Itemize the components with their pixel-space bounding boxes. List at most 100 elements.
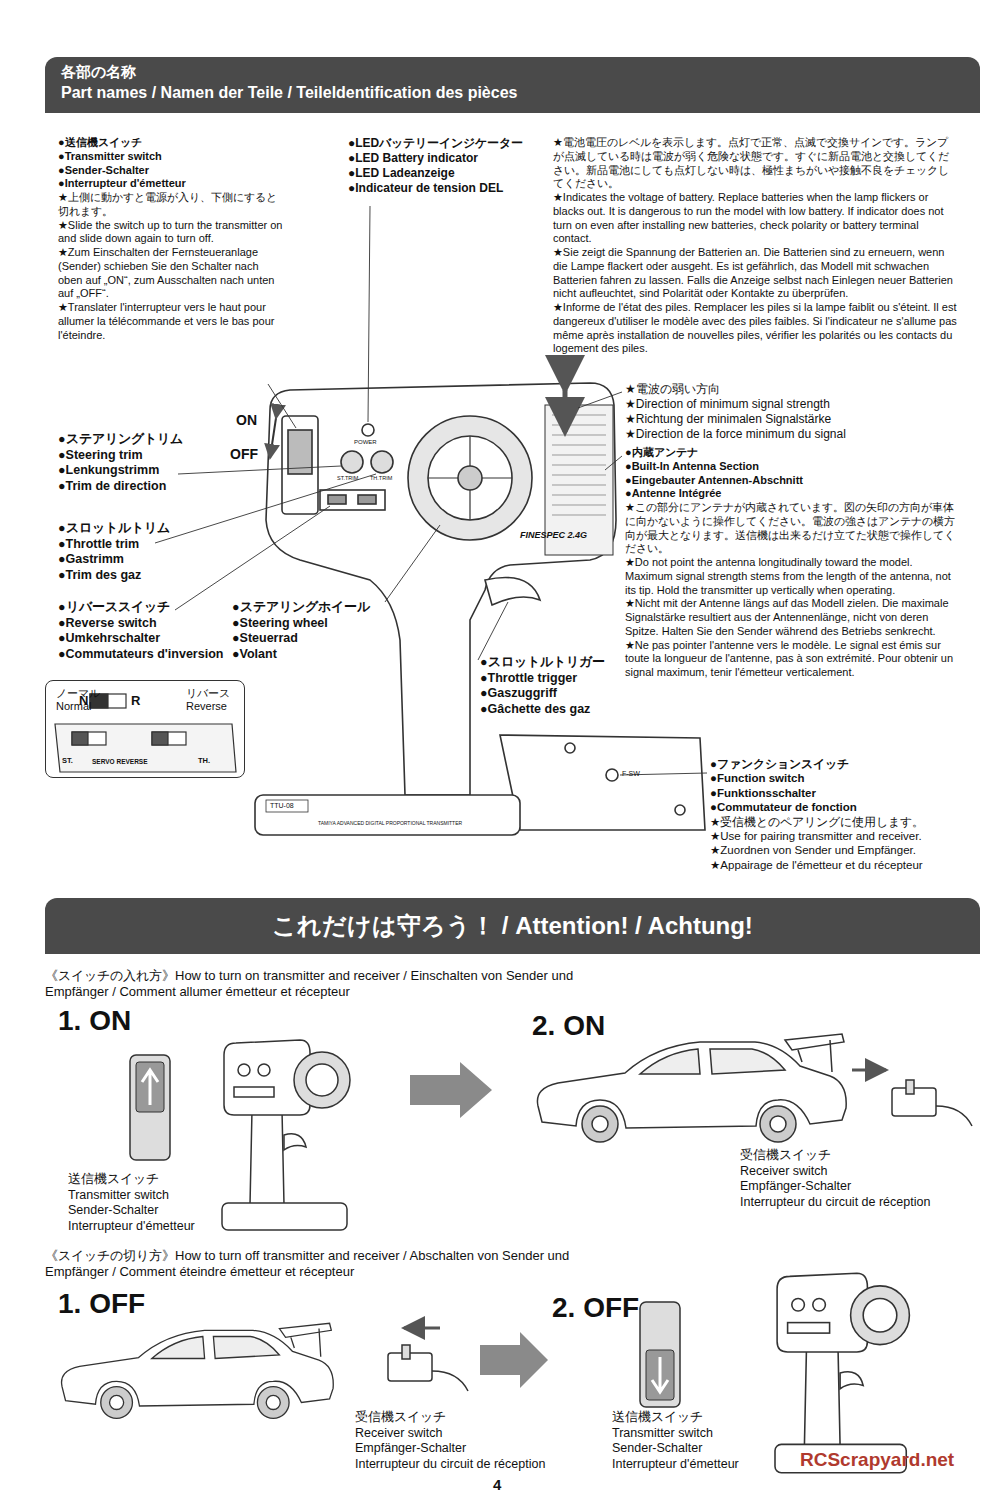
label-group: ●ファンクションスイッチ●Function switch●Funktionssc… — [710, 757, 965, 872]
part-label: ●LED Ladeanzeige — [348, 166, 553, 181]
part-label: ★Use for pairing transmitter and receive… — [710, 829, 965, 843]
part-label: ●Gastrimm — [58, 552, 233, 568]
label-group: 《スイッチの切り方》How to turn off transmitter an… — [45, 1248, 625, 1281]
label-group: TH.TRIM — [370, 475, 400, 482]
label-group: 2. OFF — [552, 1290, 692, 1325]
label-group: 受信機スイッチReceiver switchEmpfänger-Schalter… — [740, 1148, 990, 1211]
part-label: ★受信機とのペアリングに使用します。 — [710, 815, 965, 829]
part-label: ★Slide the switch up to turn the transmi… — [58, 219, 286, 247]
part-label: 送信機スイッチ — [68, 1172, 238, 1188]
part-label: ●Function switch — [710, 771, 965, 785]
device-marking: F-SW — [622, 770, 652, 779]
part-label: ★電波の弱い方向 — [625, 382, 965, 397]
part-label: ★Zuordnen von Sender und Empfänger. — [710, 843, 965, 857]
part-label: ●Throttle trim — [58, 537, 233, 553]
label-group: ●内蔵アンテナ●Built-In Antenna Section●Eingeba… — [625, 446, 960, 680]
part-label: ●Steering trim — [58, 448, 233, 464]
label-group: TTU-08 — [270, 802, 310, 811]
part-label: ★Indicates the voltage of battery. Repla… — [553, 191, 958, 246]
part-label: Interrupteur d'émetteur — [612, 1457, 772, 1473]
label-group: ●送信機スイッチ●Transmitter switch●Sender-Schal… — [58, 136, 286, 342]
switch-position-text: R — [131, 693, 140, 708]
switch-position-text: N — [79, 693, 88, 708]
part-label: ●Interrupteur d'émetteur — [58, 177, 286, 191]
part-label: ●Eingebauter Antennen-Abschnitt — [625, 474, 960, 488]
part-label: ★Ne pas pointer l'antenne vers le modèle… — [625, 639, 960, 680]
part-label: ●送信機スイッチ — [58, 136, 286, 150]
part-label: ●Funktionsschalter — [710, 786, 965, 800]
device-marking: TTU-08 — [270, 802, 310, 811]
part-label: ●Throttle trigger — [480, 671, 630, 687]
label-group: ON — [236, 412, 266, 430]
label-group: 4 — [493, 1476, 513, 1495]
section-header-band: 各部の名称Part names / Namen der Teile / Teil… — [45, 57, 980, 113]
label-group: ★電波の弱い方向★Direction of minimum signal str… — [625, 382, 965, 442]
part-label: ★Informe de l'état des piles. Remplacer … — [553, 301, 958, 356]
label-group: 《スイッチの入れ方》How to turn on transmitter and… — [45, 968, 625, 1001]
step-number: 2. OFF — [552, 1290, 692, 1325]
part-label: 受信機スイッチ — [355, 1410, 605, 1426]
label-group: 1. ON — [58, 1003, 188, 1038]
part-label: ●Volant — [232, 647, 382, 663]
part-label: ★Do not point the antenna longitudinally… — [625, 556, 960, 597]
label-group: 2. ON — [532, 1008, 662, 1043]
part-label: ●Trim de direction — [58, 479, 233, 495]
header-text: 各部の名称 — [61, 63, 136, 82]
part-label: ★Zum Einschalten der Fernsteueranlage (S… — [58, 246, 286, 301]
part-label: ●スロットルトリガー — [480, 655, 630, 671]
device-marking: TAMIYA ADVANCED DIGITAL PROPORTIONAL TRA… — [318, 820, 518, 826]
page-number: 4 — [493, 1476, 513, 1495]
device-marking: SERVO REVERSE — [92, 758, 162, 766]
part-label: 送信機スイッチ — [612, 1410, 772, 1426]
label-group: ●リバーススイッチ●Reverse switch●Umkehrschalter●… — [58, 600, 233, 663]
label-group: 送信機スイッチTransmitter switchSender-Schalter… — [68, 1172, 238, 1235]
label-group: POWER — [354, 439, 394, 447]
label-group: 受信機スイッチReceiver switchEmpfänger-Schalter… — [355, 1410, 605, 1473]
label-group: ●スロットルトリム●Throttle trim●Gastrimm●Trim de… — [58, 521, 233, 584]
part-label: Empfänger-Schalter — [355, 1441, 605, 1457]
part-label: ●Commutateur de fonction — [710, 800, 965, 814]
label-group: ●ステアリングホイール●Steering wheel●Steuerrad●Vol… — [232, 600, 382, 663]
part-label: ●内蔵アンテナ — [625, 446, 960, 460]
part-label: ★Direction de la force minimum du signal — [625, 427, 965, 442]
part-label: Empfänger-Schalter — [740, 1179, 990, 1195]
device-marking: TH.TRIM — [370, 475, 400, 482]
part-label: ●ファンクションスイッチ — [710, 757, 965, 771]
part-label: Receiver switch — [355, 1426, 605, 1442]
step-number: 1. ON — [58, 1003, 188, 1038]
switch-position-text: リバース — [186, 686, 230, 701]
section-subheading: 《スイッチの切り方》How to turn off transmitter an… — [45, 1248, 625, 1281]
device-marking: ST. — [62, 756, 82, 765]
part-label: ●Antenne Intégrée — [625, 487, 960, 501]
label-group: RCScrapyard.net — [800, 1448, 970, 1472]
part-label: Interrupteur du circuit de réception — [355, 1457, 605, 1473]
label-group: 送信機スイッチTransmitter switchSender-Schalter… — [612, 1410, 772, 1473]
switch-position: ON — [236, 412, 266, 430]
label-group: ST.TRIM — [337, 475, 367, 482]
part-label: ●スロットルトリム — [58, 521, 233, 537]
part-label: ★Appairage de l'émetteur et du récepteur — [710, 858, 965, 872]
part-label: ●Indicateur de tension DEL — [348, 181, 553, 196]
part-label: ★この部分にアンテナが内蔵されています。図の矢印の方向が車体に向かないように操作… — [625, 501, 960, 556]
step-number: 2. ON — [532, 1008, 662, 1043]
part-label: ●LED Battery indicator — [348, 151, 553, 166]
device-marking: POWER — [354, 439, 394, 447]
label-group: ★電池電圧のレベルを表示します。点灯で正常、点滅で交換サインです。ランプが点滅し… — [553, 136, 958, 356]
part-label: Sender-Schalter — [612, 1441, 772, 1457]
label-group: TAMIYA ADVANCED DIGITAL PROPORTIONAL TRA… — [318, 820, 518, 826]
part-label: ★Translater l'interrupteur vers le haut … — [58, 301, 286, 342]
part-label: ●Steuerrad — [232, 631, 382, 647]
part-label: ●Steering wheel — [232, 616, 382, 632]
label-group: SERVO REVERSE — [92, 758, 162, 766]
switch-position-text: Reverse — [186, 700, 227, 712]
label-group: ●LEDバッテリーインジケーター●LED Battery indicator●L… — [348, 136, 553, 196]
switch-position: OFF — [230, 446, 264, 464]
part-label: ●Lenkungstrimm — [58, 463, 233, 479]
part-label: ●Commutateurs d'inversion — [58, 647, 233, 663]
watermark: RCScrapyard.net — [800, 1448, 970, 1472]
part-label: ●ステアリングトリム — [58, 432, 233, 448]
part-label: ★上側に動かすと電源が入り、下側にすると切れます。 — [58, 191, 286, 219]
part-label: ●Built-In Antenna Section — [625, 460, 960, 474]
part-label: ●Gâchette des gaz — [480, 702, 630, 718]
part-label: ●ステアリングホイール — [232, 600, 382, 616]
